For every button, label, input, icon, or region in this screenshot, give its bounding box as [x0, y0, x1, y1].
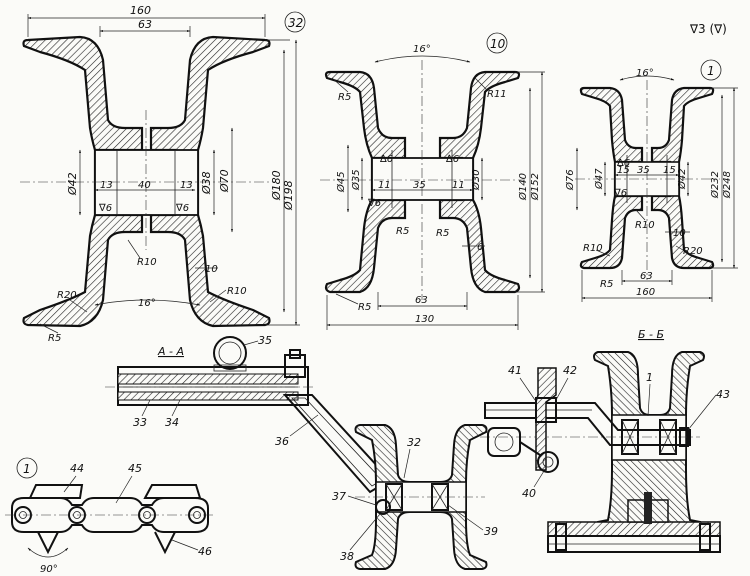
section-aa-label: A - A: [157, 345, 184, 358]
roller-10-radius-bottom: R5: [358, 302, 371, 313]
roller-10-finish-tl: ∆6: [379, 154, 393, 165]
roller-10-dim-bore-right: Ø30: [470, 169, 482, 191]
roller-32-dim-inner: Ø180: [270, 170, 283, 201]
roller-10-dim-seat-right: 11: [452, 180, 465, 191]
roller-32-section: 32 160 63 Ø42 Ø38 Ø70 13 40 13 ∇6 ∇6: [20, 4, 306, 344]
roller-10-bore: [371, 157, 474, 201]
roller-10-right-half: [438, 70, 521, 294]
callout-32: 32: [407, 436, 421, 449]
callout-42: 42: [563, 364, 577, 377]
roller-10-number-circle: [486, 32, 508, 54]
roller-1-dim-bore-left: Ø47: [593, 168, 605, 190]
surface-finish-mark: ∇3 (∇): [689, 22, 727, 36]
roller-1-web-thk: 10: [673, 228, 686, 239]
roller-1-radius-left: R10: [583, 243, 603, 254]
roller-10-radius-web-r: R5: [436, 228, 449, 239]
roller-10-finish-bl: ∇6: [367, 198, 381, 209]
roller-32-bore: [94, 149, 199, 216]
roller-10-angle: 16°: [413, 44, 431, 55]
callout-43: 43: [716, 388, 730, 401]
roller-32-dim-overall: 160: [130, 4, 151, 17]
roller-1-dim-bore-outer: Ø76: [564, 169, 576, 191]
chain-detail: 1 90° 44 45 46: [5, 457, 215, 575]
roller-1-dim-seat-right: 15: [663, 165, 676, 176]
roller-32-number-circle: [284, 11, 306, 33]
roller-10-web-thk: 6: [477, 242, 483, 253]
callout-46: 46: [198, 545, 212, 558]
callout-35: 35: [258, 334, 272, 347]
roller-32-dim-bore-left: Ø42: [66, 172, 79, 196]
callout-36: 36: [275, 435, 289, 448]
roller-10-radius-web-l: R5: [396, 226, 409, 237]
callout-34: 34: [165, 416, 179, 429]
roller-10-radius-tr: R11: [487, 89, 507, 100]
callout-44: 44: [70, 462, 84, 475]
roller-32-dim-span: 40: [138, 180, 151, 191]
roller-32-dim-seat-right: 13: [180, 180, 193, 191]
roller-1-dim-span: 35: [637, 165, 650, 176]
roller-10-dim-bore-left-outer: Ø45: [335, 171, 347, 193]
roller-32-radius-edge: R20: [57, 290, 77, 301]
roller-10-dim-outer: Ø152: [529, 173, 541, 201]
roller-1-finish-tl: ∆6: [616, 158, 630, 169]
chain-angle: 90°: [40, 564, 58, 575]
roller-32-radius-corner: R5: [48, 333, 61, 344]
roller-1-section: 1 16° Ø76 Ø47 Ø42 ∆6 15 35 15 ∇6 R10 10 …: [564, 59, 738, 302]
roller-32-finish-right: ∇6: [175, 203, 189, 214]
section-bb-label: Б - Б: [638, 328, 664, 341]
roller-1-dim-bore-right: Ø42: [676, 168, 688, 190]
roller-32-dim-outer: Ø198: [282, 180, 295, 211]
roller-10-left-half: [324, 70, 407, 294]
roller-1-dim-seat-left: 15: [617, 165, 630, 176]
roller-1-radius-right: R20: [683, 246, 703, 257]
assembly-aa: A - A 35 33 34 36: [105, 334, 498, 570]
roller-32-finish-left: ∇6: [98, 203, 112, 214]
callout-33: 33: [133, 416, 147, 429]
roller-10-dim-hub: 63: [415, 295, 428, 306]
roller-1-dim-overall: 160: [636, 287, 655, 298]
roller-10-number: 10: [490, 37, 506, 51]
roller-10-dim-bore-left: Ø35: [350, 169, 362, 191]
roller-1-left-half: [579, 86, 644, 270]
roller-1-radius-bottom: R5: [600, 279, 613, 290]
roller-10-radius-tl: R5: [338, 92, 351, 103]
roller-32-dim-hub: 63: [138, 18, 152, 31]
roller-32-angle: 16°: [138, 298, 156, 309]
assembly-bb: Б - Б 41 42 1: [480, 328, 730, 553]
roller-32-dim-bore-right: Ø38: [200, 171, 213, 195]
roller-32-right-half: [149, 35, 271, 328]
callout-38: 38: [340, 550, 354, 563]
roller-1-angle: 16°: [636, 68, 654, 79]
roller-1-finish-bl: ∇6: [613, 188, 627, 199]
roller-1-dim-inner: Ø232: [709, 171, 721, 199]
roller-10-dim-inner: Ø140: [517, 173, 529, 201]
roller-32-radius-web: R10: [137, 257, 157, 268]
callout-41: 41: [508, 364, 522, 377]
roller-32-web-thk: 10: [205, 264, 218, 275]
roller-1-radius-web: R10: [635, 220, 655, 231]
roller-32-dim-hub-outer: Ø70: [218, 169, 231, 193]
callout-37: 37: [332, 490, 346, 503]
roller-10-dim-seat-left: 11: [378, 180, 391, 191]
roller-1-number: 1: [707, 64, 715, 78]
roller-32-dim-seat-left: 13: [100, 180, 113, 191]
roller-32-number: 32: [288, 16, 303, 30]
roller-10-dim-span: 35: [413, 180, 426, 191]
chain-detail-marker: 1: [23, 462, 31, 476]
roller-10-dim-overall: 130: [415, 314, 434, 325]
roller-10-finish-tr: ∆6: [445, 154, 459, 165]
roller-32-left-half: [22, 35, 144, 328]
roller-1-dim-hub: 63: [640, 271, 653, 282]
chain-detail-marker-circle: [16, 457, 38, 479]
roller-10-section: 10 16° R5 R11 Ø45 Ø35 Ø30 11 35 11 ∆6 ∆6…: [320, 32, 545, 330]
roller-32-radius-rim: R10: [227, 286, 247, 297]
callout-45: 45: [128, 462, 142, 475]
callout-39: 39: [484, 525, 498, 538]
callout-1: 1: [646, 371, 653, 384]
roller-1-dim-outer: Ø248: [721, 171, 733, 199]
roller-1-number-circle: [700, 59, 722, 81]
callout-40: 40: [522, 487, 536, 500]
